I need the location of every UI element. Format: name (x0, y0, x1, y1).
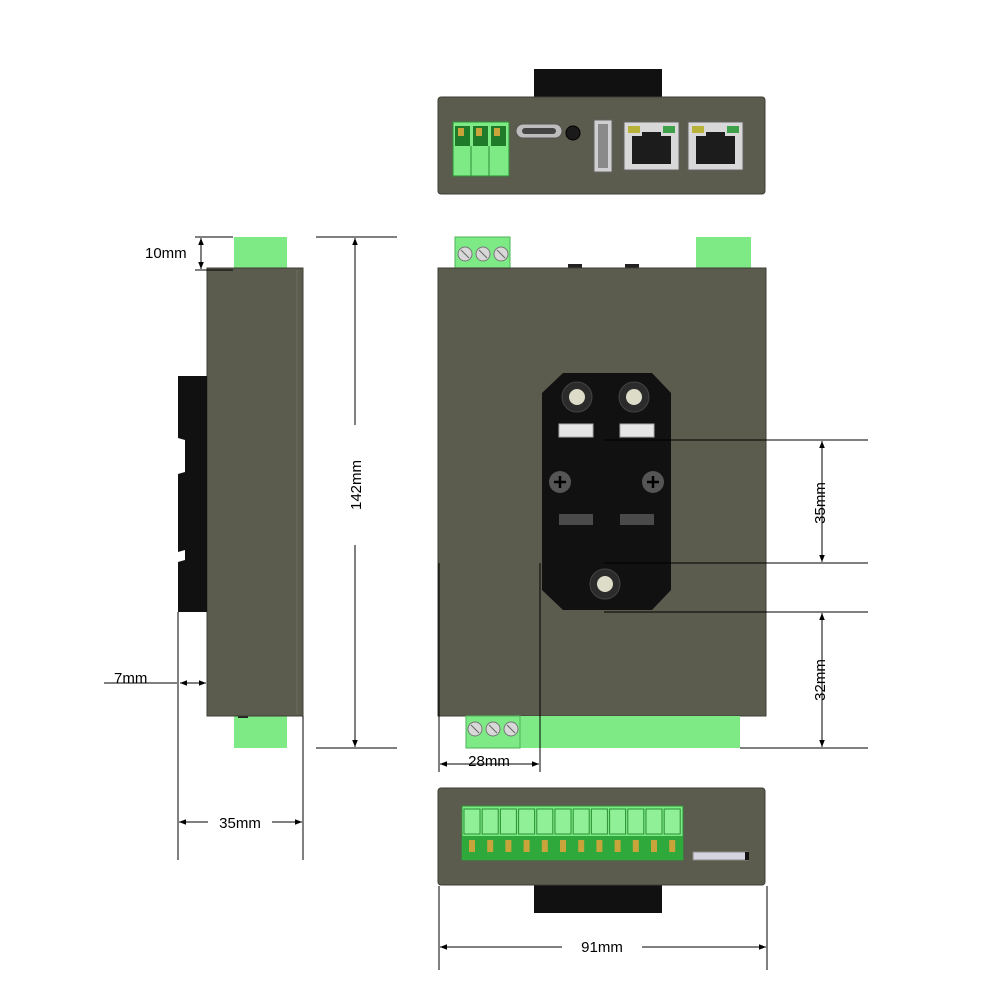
io-terminal-pin (481, 808, 499, 835)
io-terminal-contact (541, 840, 548, 852)
io-terminal-contact (669, 840, 676, 852)
io-terminal-pin (645, 808, 663, 835)
side-view (178, 237, 304, 748)
io-terminal-pin (518, 808, 536, 835)
side-housing (206, 267, 304, 717)
io-terminal-contact (614, 840, 621, 852)
dim-label-top-tab: 10mm (145, 245, 187, 262)
dim-label-width: 91mm (581, 939, 623, 956)
sim-slot (692, 851, 749, 861)
io-terminal-contact (560, 840, 566, 852)
io-terminal-pin (572, 808, 590, 835)
io-terminal-pin (554, 808, 572, 835)
ethernet-port-2 (687, 121, 744, 171)
front-top-right-terminal (696, 237, 751, 269)
top-din-clip (534, 69, 662, 99)
io-terminal-pin (590, 808, 608, 835)
front-top-screw-terminal (454, 236, 511, 270)
io-terminal-contact (632, 840, 639, 852)
ethernet-port-1 (623, 121, 680, 171)
power-terminal-block (452, 121, 510, 177)
bottom-din-clip (534, 883, 662, 913)
dim-label-mount-spacing: 35mm (812, 482, 829, 524)
io-terminal-contact (487, 840, 494, 852)
mounting-screws (549, 471, 664, 493)
side-din-clip (178, 376, 207, 612)
dim-label-mount-left: 28mm (468, 753, 510, 770)
dim-label-height: 142mm (348, 460, 365, 510)
io-terminal-contact (469, 840, 475, 852)
io-terminal-block (461, 805, 684, 861)
io-terminal-contact (505, 840, 512, 852)
io-terminal-pin (463, 808, 481, 835)
dim-label-mount-bottom: 32mm (812, 659, 829, 701)
io-terminal-pin (609, 808, 627, 835)
io-terminal-pin (499, 808, 517, 835)
dim-label-din-offset: 7mm (114, 670, 147, 687)
reset-button (565, 125, 581, 141)
top-view (437, 69, 766, 195)
io-terminal-pin (663, 808, 681, 835)
bottom-view (437, 787, 766, 913)
front-housing (437, 267, 767, 717)
dim-label-depth: 35mm (219, 815, 261, 832)
io-terminal-pin (627, 808, 645, 835)
io-terminal-pin (536, 808, 554, 835)
dimension-lines (104, 236, 868, 970)
io-terminal-contact (523, 840, 530, 852)
io-terminal-contact (596, 840, 603, 852)
side-top-terminal (234, 237, 287, 269)
io-terminal-contact (651, 840, 657, 852)
front-bottom-screw-terminal (465, 715, 521, 749)
side-bottom-terminal (234, 716, 287, 748)
front-view (437, 236, 767, 749)
mounting-holes (561, 381, 650, 600)
io-terminal-contact (578, 840, 585, 852)
